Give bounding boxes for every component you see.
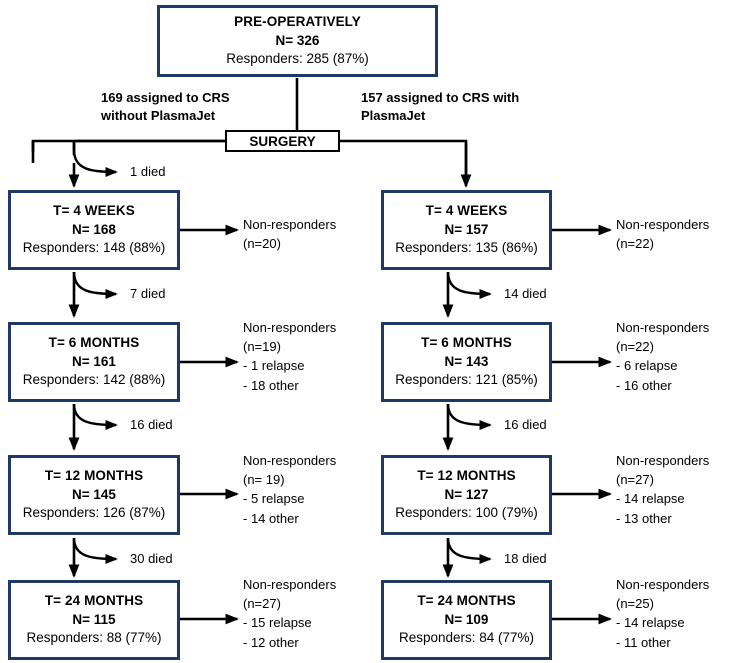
node-title: T= 6 MONTHS bbox=[48, 335, 140, 351]
died-label-left-3: 16 died bbox=[130, 417, 173, 432]
node-responders: Responders: 135 (86%) bbox=[395, 240, 538, 256]
node-responders: Responders: 126 (87%) bbox=[22, 505, 166, 521]
node-right-t24m: T= 24 MONTHS N= 109 Responders: 84 (77%) bbox=[381, 580, 552, 660]
died-label-left-4: 30 died bbox=[130, 551, 173, 566]
node-left-t4w: T= 4 WEEKS N= 168 Responders: 148 (88%) bbox=[8, 190, 180, 270]
node-left-t24m: T= 24 MONTHS N= 115 Responders: 88 (77%) bbox=[8, 580, 180, 660]
surgery-label: SURGERY bbox=[249, 133, 316, 149]
node-n-value: N= 161 bbox=[72, 353, 116, 369]
arrow-died-1-left bbox=[72, 149, 118, 177]
node-title: T= 4 WEEKS bbox=[53, 203, 135, 219]
node-responders: Responders: 84 (77%) bbox=[398, 630, 535, 646]
nonresponders-right-t24m: Non-responders (n=25) - 14 relapse - 11 … bbox=[616, 577, 710, 650]
line-surgery-left bbox=[31, 139, 225, 163]
died-label-left-1: 1 died bbox=[130, 164, 166, 179]
allocation-label-left: 169 assigned to CRS without PlasmaJet bbox=[101, 90, 230, 124]
arrow-died-1-right bbox=[446, 271, 492, 299]
node-right-t4w: T= 4 WEEKS N= 157 Responders: 135 (86%) bbox=[381, 190, 552, 270]
node-responders: Responders: 142 (88%) bbox=[22, 372, 166, 388]
node-n-value: N= 157 bbox=[444, 221, 489, 237]
node-n-value: N= 143 bbox=[444, 353, 489, 369]
node-n-value: N= 127 bbox=[444, 486, 489, 502]
arrow-died-4-left bbox=[72, 537, 118, 564]
node-title: T= 24 MONTHS bbox=[44, 593, 144, 609]
nonresponders-left-t12m: Non-responders (n= 19) - 5 relapse - 14 … bbox=[243, 453, 337, 526]
died-label-right-1: 14 died bbox=[504, 286, 547, 301]
node-right-t12m: T= 12 MONTHS N= 127 Responders: 100 (79%… bbox=[381, 455, 552, 535]
nonresponders-right-t4w: Non-responders (n=22) bbox=[616, 217, 710, 252]
node-title: T= 24 MONTHS bbox=[417, 593, 516, 609]
node-responders: Responders: 121 (85%) bbox=[395, 372, 538, 388]
node-left-t6m: T= 6 MONTHS N= 161 Responders: 142 (88%) bbox=[8, 322, 180, 402]
node-title: T= 4 WEEKS bbox=[425, 203, 508, 219]
nonresponders-left-t4w: Non-responders (n=20) bbox=[243, 217, 337, 252]
nonresponders-right-t12m: Non-responders (n=27) - 14 relapse - 13 … bbox=[616, 453, 710, 526]
died-label-left-2: 7 died bbox=[130, 286, 166, 301]
node-responders: Responders: 100 (79%) bbox=[395, 505, 538, 521]
arrow-died-3-left bbox=[72, 403, 118, 430]
node-n-value: N= 109 bbox=[444, 611, 489, 627]
nonresponders-left-t6m: Non-responders (n=19) - 1 relapse - 18 o… bbox=[243, 320, 337, 393]
node-responders: Responders: 88 (77%) bbox=[26, 630, 162, 646]
node-responders: Responders: 148 (88%) bbox=[22, 240, 166, 256]
nonresponders-left-t24m: Non-responders (n=27) - 15 relapse - 12 … bbox=[243, 577, 337, 650]
node-title: PRE-OPERATIVELY bbox=[234, 14, 361, 30]
node-left-t12m: T= 12 MONTHS N= 145 Responders: 126 (87%… bbox=[8, 455, 180, 535]
nonresponders-right-t6m: Non-responders (n=22) - 6 relapse - 16 o… bbox=[616, 320, 710, 393]
arrow-died-3-right bbox=[446, 537, 492, 564]
node-n-value: N= 145 bbox=[72, 486, 116, 502]
arrow-died-2-left bbox=[72, 271, 118, 299]
node-n-value: N= 326 bbox=[275, 32, 320, 48]
node-title: T= 12 MONTHS bbox=[417, 468, 516, 484]
line-surgery-right bbox=[340, 139, 468, 180]
arrow-died-2-right bbox=[446, 403, 492, 430]
allocation-label-right: 157 assigned to CRS with PlasmaJet bbox=[361, 90, 520, 124]
node-n-value: N= 115 bbox=[72, 611, 116, 627]
node-title: T= 12 MONTHS bbox=[44, 468, 144, 484]
node-right-t6m: T= 6 MONTHS N= 143 Responders: 121 (85%) bbox=[381, 322, 552, 402]
node-surgery: SURGERY bbox=[225, 130, 340, 152]
died-label-right-2: 16 died bbox=[504, 417, 547, 432]
node-n-value: N= 168 bbox=[72, 221, 116, 237]
died-label-right-3: 18 died bbox=[504, 551, 547, 566]
node-pre-operatively: PRE-OPERATIVELY N= 326 Responders: 285 (… bbox=[157, 5, 438, 77]
node-responders: Responders: 285 (87%) bbox=[226, 51, 369, 67]
node-title: T= 6 MONTHS bbox=[421, 335, 512, 351]
